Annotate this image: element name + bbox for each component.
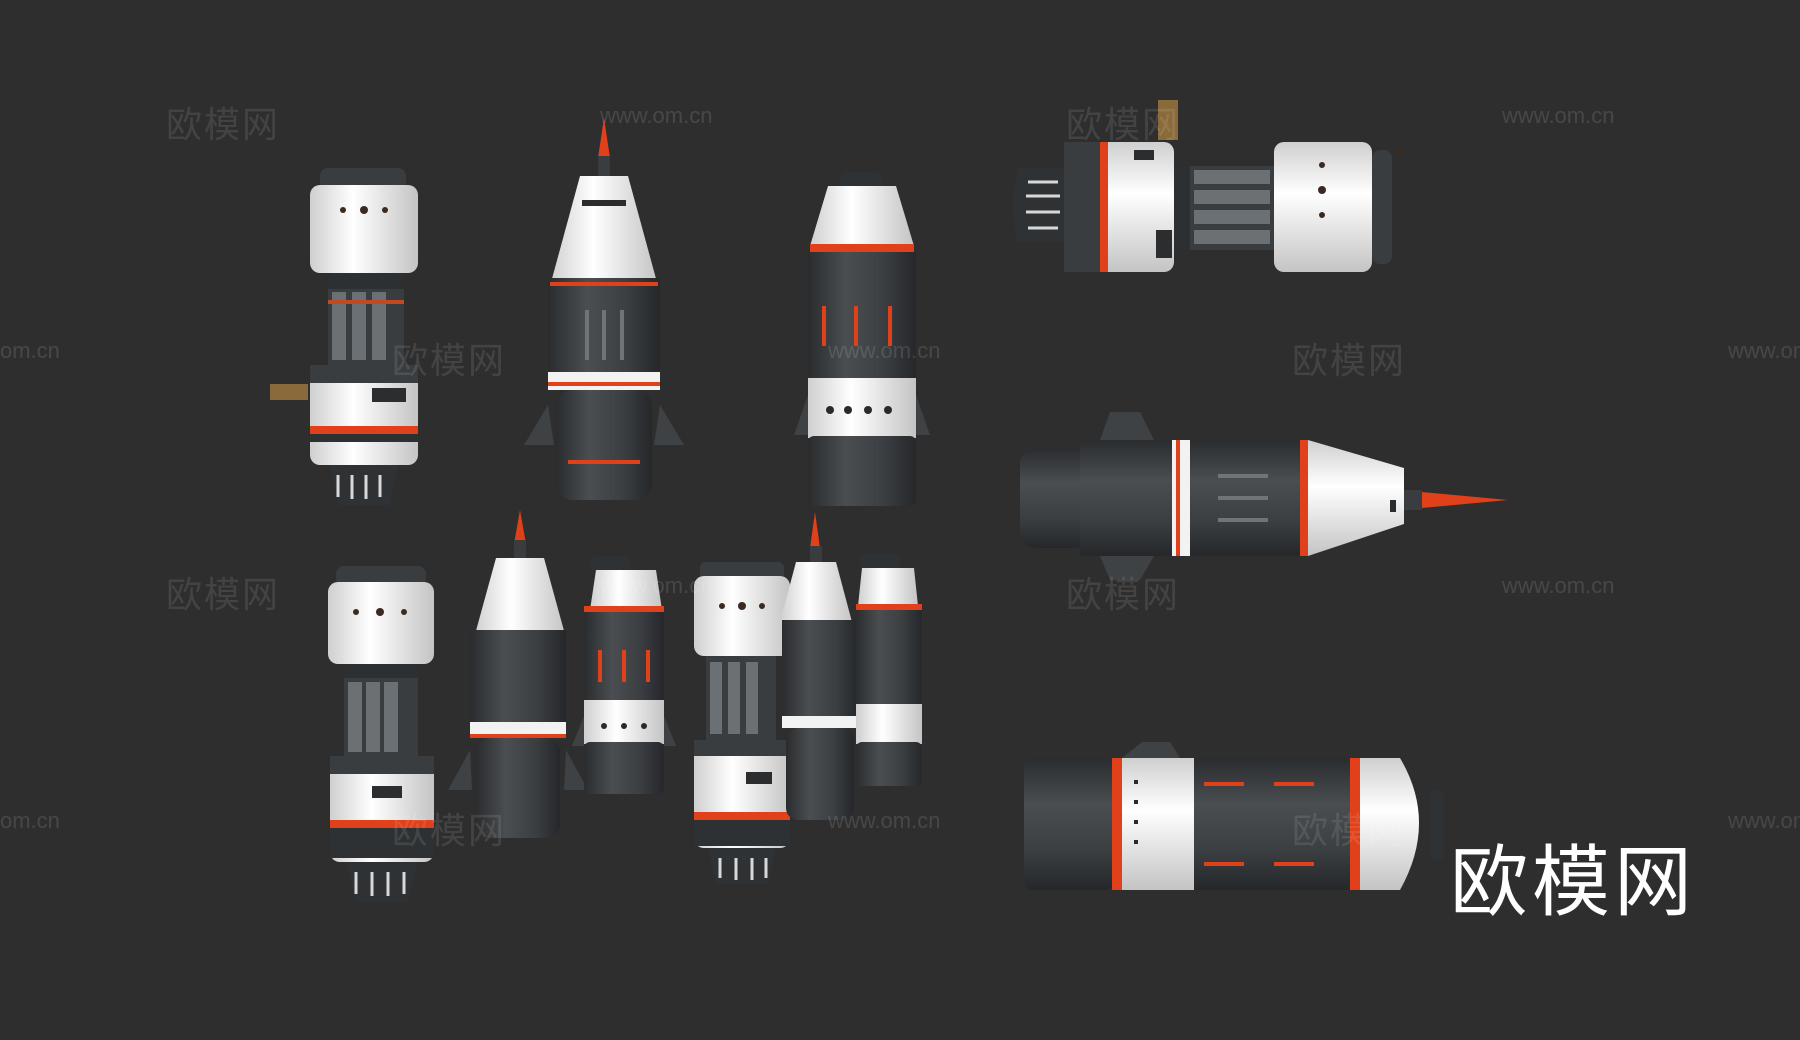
watermark-url: www.om.cn [1502, 573, 1615, 598]
watermark-url: www.om.cn [828, 338, 941, 363]
watermark-cn: 欧模网 [166, 105, 281, 146]
pod-horizontal-segmented [1013, 100, 1401, 272]
capsule-tall-vertical [794, 172, 930, 506]
watermark-url: www.om.cn [600, 573, 713, 598]
watermark-url: om.cn [0, 338, 60, 363]
brand-logo-text: 欧模网 [1449, 838, 1696, 928]
module-cluster-stacked [694, 512, 922, 884]
pod-vertical-segmented-small [328, 566, 434, 902]
pod-vertical-segmented-large [270, 168, 418, 505]
rocket-horizontal-nose-cone [1020, 412, 1508, 580]
watermark-cn: 欧模网 [1066, 575, 1181, 616]
capsule-horizontal [1024, 742, 1444, 890]
watermark-url: www.om.cn [600, 103, 713, 128]
rocket-nose-cone-small [448, 510, 588, 838]
watermark-cn: 欧模网 [1292, 811, 1407, 852]
watermark-url: www.om. [1728, 338, 1800, 363]
watermark-cn: 欧模网 [1066, 105, 1181, 146]
watermark-cn: 欧模网 [392, 811, 507, 852]
watermark-url: www.om.cn [1502, 103, 1615, 128]
watermark-url: om.cn [0, 808, 60, 833]
watermark-url: www.om.cn [828, 808, 941, 833]
capsule-short-vertical [572, 556, 676, 794]
rocket-nose-cone-large [524, 118, 684, 500]
watermark-url: www.om. [1728, 808, 1800, 833]
watermark-cn: 欧模网 [1292, 341, 1407, 382]
watermark-cn: 欧模网 [392, 341, 507, 382]
watermark-cn: 欧模网 [166, 575, 281, 616]
